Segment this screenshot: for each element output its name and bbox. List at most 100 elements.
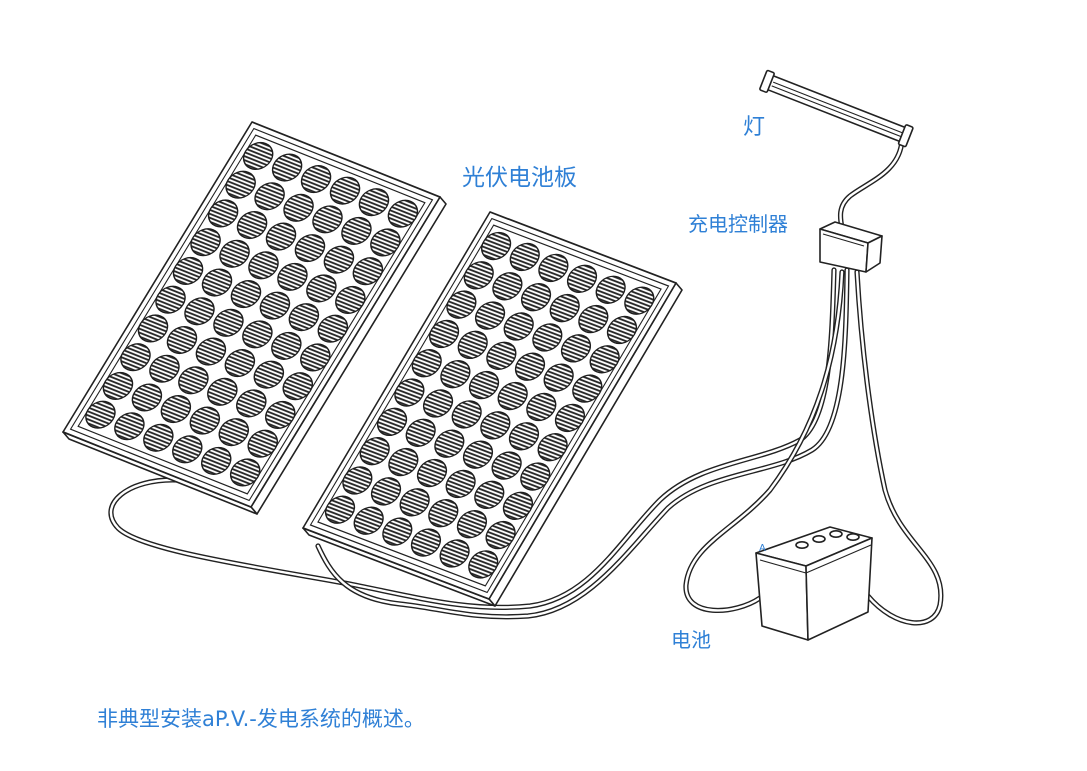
solar-cell (271, 331, 302, 360)
solar-cell (131, 383, 163, 412)
solar-cell (502, 491, 534, 520)
solar-cell (376, 407, 408, 436)
solar-cell (160, 395, 192, 424)
solar-cell (606, 315, 638, 345)
lamp-end-cap (759, 69, 775, 93)
pv-panels-label: 光伏电池板 (462, 165, 577, 191)
solar-cell (102, 371, 134, 400)
battery-lid-line (759, 559, 807, 574)
lamp-tube (765, 74, 909, 143)
solar-cell (219, 239, 250, 268)
battery-terminal (795, 540, 809, 549)
solar-cell (411, 349, 442, 378)
solar-cell (508, 422, 540, 451)
solar-cell (282, 372, 314, 401)
solar-cell (271, 153, 303, 182)
solar-cell (242, 141, 274, 170)
solar-cell (480, 411, 511, 440)
solar-cell (538, 253, 569, 283)
solar-panel-right (302, 211, 683, 607)
panel-frame-inner-line (317, 224, 662, 587)
solar-cell (254, 182, 285, 211)
diagram-caption: 非典型安装aP.V.-发电系统的概述。 (97, 707, 425, 731)
solar-cell (549, 293, 580, 323)
battery-marker-label: A (759, 543, 766, 554)
solar-cell (155, 285, 186, 314)
solar-cell (370, 228, 401, 257)
solar-cell (514, 352, 546, 381)
solar-cell (399, 488, 430, 517)
solar-cell (416, 458, 448, 488)
battery-terminal (846, 532, 860, 541)
solar-cell (492, 272, 523, 301)
panel-frame (62, 121, 441, 508)
solar-cell (560, 334, 592, 363)
solar-cell (451, 400, 482, 429)
solar-cell (526, 392, 557, 422)
solar-cell (85, 400, 116, 429)
solar-cell (543, 363, 574, 392)
battery-lid-line (805, 544, 872, 574)
solar-cell (288, 303, 320, 332)
solar-cell (353, 506, 384, 535)
lamp (759, 69, 914, 148)
solar-cell (335, 285, 366, 314)
solar-cell (532, 323, 563, 352)
solar-cell (300, 343, 331, 372)
solar-cell (589, 345, 620, 374)
solar-cell (446, 290, 477, 319)
solar-cell (248, 251, 279, 280)
solar-cell (172, 256, 204, 285)
solar-cell (491, 451, 522, 480)
solar-cell (300, 165, 332, 194)
panel-frame (302, 211, 677, 600)
solar-cell (485, 520, 516, 550)
solar-cell (428, 499, 459, 528)
lamp-label: 灯 (743, 115, 766, 140)
solar-cell (213, 308, 244, 337)
solar-cell (189, 406, 221, 435)
battery-side (805, 537, 873, 641)
solar-cell (294, 234, 326, 263)
solar-cell (184, 297, 215, 326)
solar-cell (554, 403, 586, 433)
solar-cell (358, 188, 390, 217)
solar-cell (190, 228, 221, 257)
solar-cell (462, 440, 494, 469)
panel-frame-inner-line (309, 217, 670, 594)
solar-cell (323, 245, 355, 274)
solar-cell (230, 280, 262, 309)
solar-cell (410, 528, 442, 557)
solar-cell (166, 326, 198, 355)
solar-cell (178, 366, 209, 395)
solar-cell (253, 360, 285, 389)
solar-cell (201, 268, 233, 297)
solar-cell (520, 462, 551, 491)
solar-cell (422, 389, 454, 418)
controller-edge-line (822, 233, 865, 247)
solar-cell (578, 304, 609, 334)
solar-cell (434, 429, 465, 458)
solar-cell (382, 517, 413, 546)
solar-cell (149, 354, 180, 383)
solar-cell (218, 418, 250, 447)
solar-cell (207, 199, 239, 228)
solar-cell (595, 275, 626, 304)
solar-cell (259, 291, 291, 320)
solar-cell (520, 283, 552, 312)
solar-cell (143, 423, 174, 452)
solar-cell (394, 378, 425, 407)
solar-cell (137, 314, 169, 343)
solar-cell (265, 222, 297, 251)
solar-cell (236, 211, 268, 240)
panel-frame-inner-line (77, 134, 426, 495)
solar-cell (497, 381, 528, 411)
solar-cell (624, 286, 655, 315)
solar-cell (207, 377, 238, 406)
lamp-tube-line (771, 85, 902, 138)
solar-cell (114, 412, 145, 441)
solar-cell (474, 480, 505, 510)
solar-cell (277, 262, 308, 291)
solar-cell (236, 389, 267, 418)
